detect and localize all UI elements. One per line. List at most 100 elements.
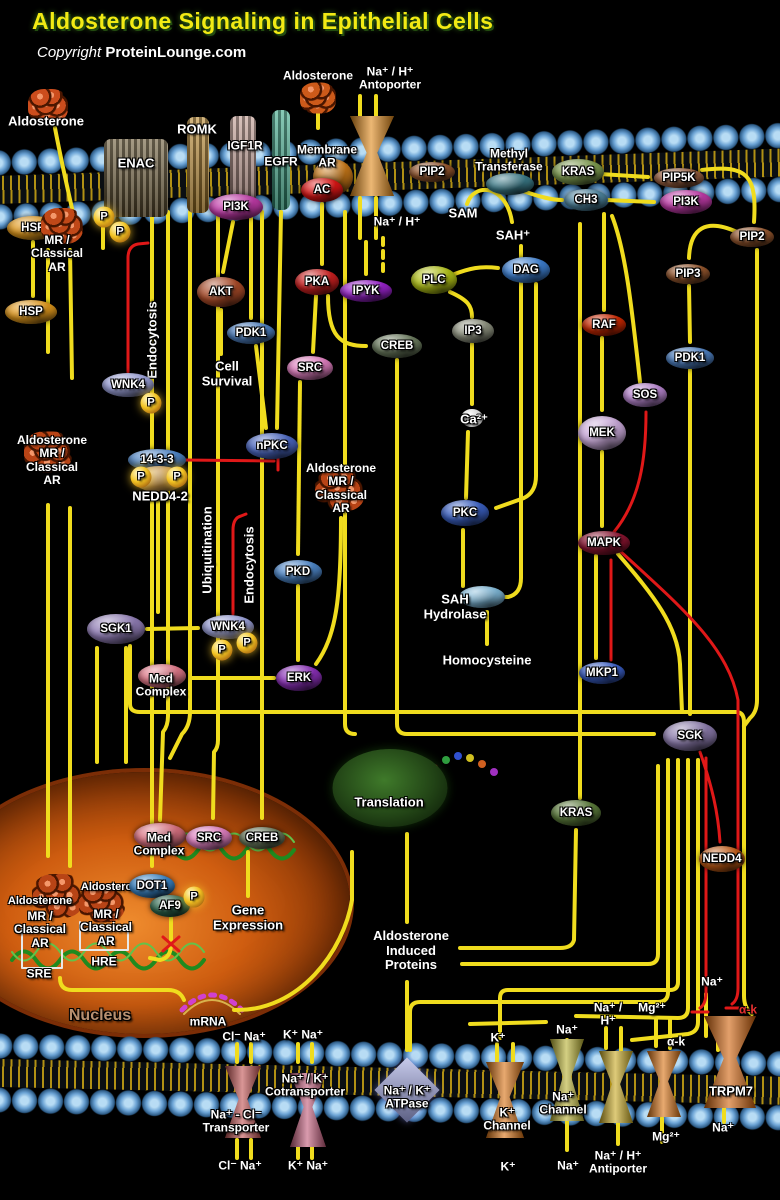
pdk1-right[interactable]: PDK1 — [666, 347, 714, 369]
na-below-trpm7-label: Na⁺ — [712, 1120, 734, 1135]
pdk1-left[interactable]: PDK1 — [227, 322, 275, 344]
ch3[interactable]: CH3 — [564, 189, 608, 211]
k-na-bottom-label: K⁺ Na⁺ — [287, 1158, 329, 1173]
nucleus-label: Nucleus — [68, 1007, 132, 1025]
mg-top-label: Mg²⁺ — [638, 1000, 666, 1015]
mek[interactable]: MEK — [578, 416, 626, 450]
pip3[interactable]: PIP3 — [666, 264, 710, 284]
romk-label: ROMK — [177, 121, 217, 137]
nak-cotransporter-label: Na⁺ / K⁺Cotransporter — [264, 1071, 346, 1099]
af9[interactable]: AF9 — [150, 895, 190, 917]
sos[interactable]: SOS — [623, 383, 667, 407]
plc[interactable]: PLC — [411, 266, 457, 294]
copyright-site: ProteinLounge.com — [105, 44, 247, 61]
pip5k[interactable]: PIP5K — [654, 168, 704, 188]
src-mid[interactable]: SRC — [287, 356, 333, 380]
pkd[interactable]: PKD — [274, 560, 322, 584]
nedd4[interactable]: NEDD4 — [699, 846, 745, 872]
k-na-top-label: K⁺ Na⁺ — [282, 1027, 324, 1042]
sre-label: SRE — [26, 966, 52, 981]
kras-bottom[interactable]: KRAS — [551, 800, 601, 826]
endocytosis-top-vlabel: Endocytosis — [144, 301, 160, 379]
k-bottom-label: K⁺ — [500, 1159, 516, 1174]
ac[interactable]: AC — [301, 178, 343, 202]
romk-receptor[interactable] — [187, 117, 209, 213]
raf[interactable]: RAF — [582, 314, 626, 336]
creb-nucleus[interactable]: CREB — [239, 827, 285, 849]
phospho-nedd42-2: P — [166, 466, 188, 488]
sah-hydrolase-blob[interactable] — [459, 586, 505, 608]
nah-antiporter-label: Na⁺ / H⁺Antiporter — [589, 1148, 647, 1176]
aldo-mid-right-cluster[interactable] — [315, 468, 365, 512]
dag[interactable]: DAG — [502, 257, 550, 283]
nacl-transporter-label: Na⁺ - Cl⁻Transporter — [202, 1107, 270, 1135]
med-complex-mid-blob[interactable] — [138, 664, 186, 688]
pi3k-right[interactable]: PI3K — [660, 190, 712, 214]
page-title: Aldosterone Signaling in Epithelial Cell… — [32, 8, 494, 34]
aldo-mid-left-cluster[interactable] — [24, 431, 72, 473]
pi3k-left[interactable]: PI3K — [209, 194, 263, 220]
na-channel-label: Na⁺Channel — [539, 1089, 587, 1117]
copyright-line: Copyright ProteinLounge.com — [37, 44, 246, 61]
na-above-trpm7-label: Na⁺ — [701, 974, 723, 989]
mr-top-cluster[interactable] — [41, 208, 83, 244]
homocysteine-label: Homocysteine — [442, 652, 532, 668]
sgk[interactable]: SGK — [663, 721, 717, 751]
hsp-bottom[interactable]: HSP — [5, 300, 57, 324]
mg-channel[interactable] — [647, 1051, 681, 1117]
methyl-transferase-blob[interactable] — [486, 173, 534, 195]
dot1[interactable]: DOT1 — [129, 874, 175, 898]
sah-label: SAH⁺ — [495, 227, 531, 243]
pkc[interactable]: PKC — [441, 500, 489, 526]
trpm7-label: TRPM7 — [708, 1083, 754, 1099]
phospho-wnk4b-1: P — [211, 639, 233, 661]
nah-antiporter-channel[interactable] — [599, 1051, 633, 1123]
aldosterone-topcenter-cluster[interactable] — [300, 82, 336, 114]
mapk[interactable]: MAPK — [578, 531, 630, 555]
pip2-right[interactable]: PIP2 — [730, 227, 774, 247]
endocytosis-mid-vlabel: Endocytosis — [241, 526, 257, 604]
translation-ribosome[interactable] — [332, 749, 448, 827]
kras-top[interactable]: KRAS — [552, 159, 604, 185]
ipyk[interactable]: IPYK — [340, 280, 392, 302]
npkc[interactable]: nPKC — [246, 433, 298, 459]
k-channel-label: K⁺Channel — [483, 1105, 531, 1133]
erk[interactable]: ERK — [276, 665, 322, 691]
cl-na-top-label: Cl⁻ Na⁺ — [222, 1029, 266, 1044]
ip3[interactable]: IP3 — [452, 319, 494, 343]
pip2-top[interactable]: PIP2 — [409, 162, 455, 182]
hre-label: HRE — [91, 954, 117, 969]
translation-label: Translation — [354, 794, 424, 810]
creb-mid[interactable]: CREB — [372, 334, 422, 358]
aldo-nucleus-left-cluster[interactable] — [32, 874, 84, 918]
fourteen-3-3[interactable]: 14-3-3 — [128, 449, 186, 471]
phospho-enac-2: P — [109, 221, 131, 243]
mkp1[interactable]: MKP1 — [579, 662, 625, 684]
phospho-wnk4b-2: P — [236, 632, 258, 654]
phospho-enac-1: P — [93, 206, 115, 228]
aldosterone-topleft-cluster[interactable] — [28, 89, 68, 123]
egfr-receptor[interactable] — [272, 110, 290, 210]
mrna-label: mRNA — [189, 1014, 227, 1029]
pka[interactable]: PKA — [295, 269, 339, 295]
sgk1[interactable]: SGK1 — [87, 614, 145, 644]
aldo-nucleus-right-cluster[interactable] — [79, 883, 125, 923]
med-complex-nucleus-blob[interactable] — [134, 823, 186, 849]
enac-receptor[interactable] — [104, 139, 168, 217]
igf1r-receptor[interactable] — [230, 116, 256, 208]
copyright-prefix: Copyright — [37, 44, 102, 61]
phospho-wnk4-top: P — [140, 392, 162, 414]
akt[interactable]: AKT — [197, 277, 245, 307]
cl-na-bottom-label: Cl⁻ Na⁺ — [218, 1158, 262, 1173]
src-nucleus[interactable]: SRC — [186, 826, 232, 850]
